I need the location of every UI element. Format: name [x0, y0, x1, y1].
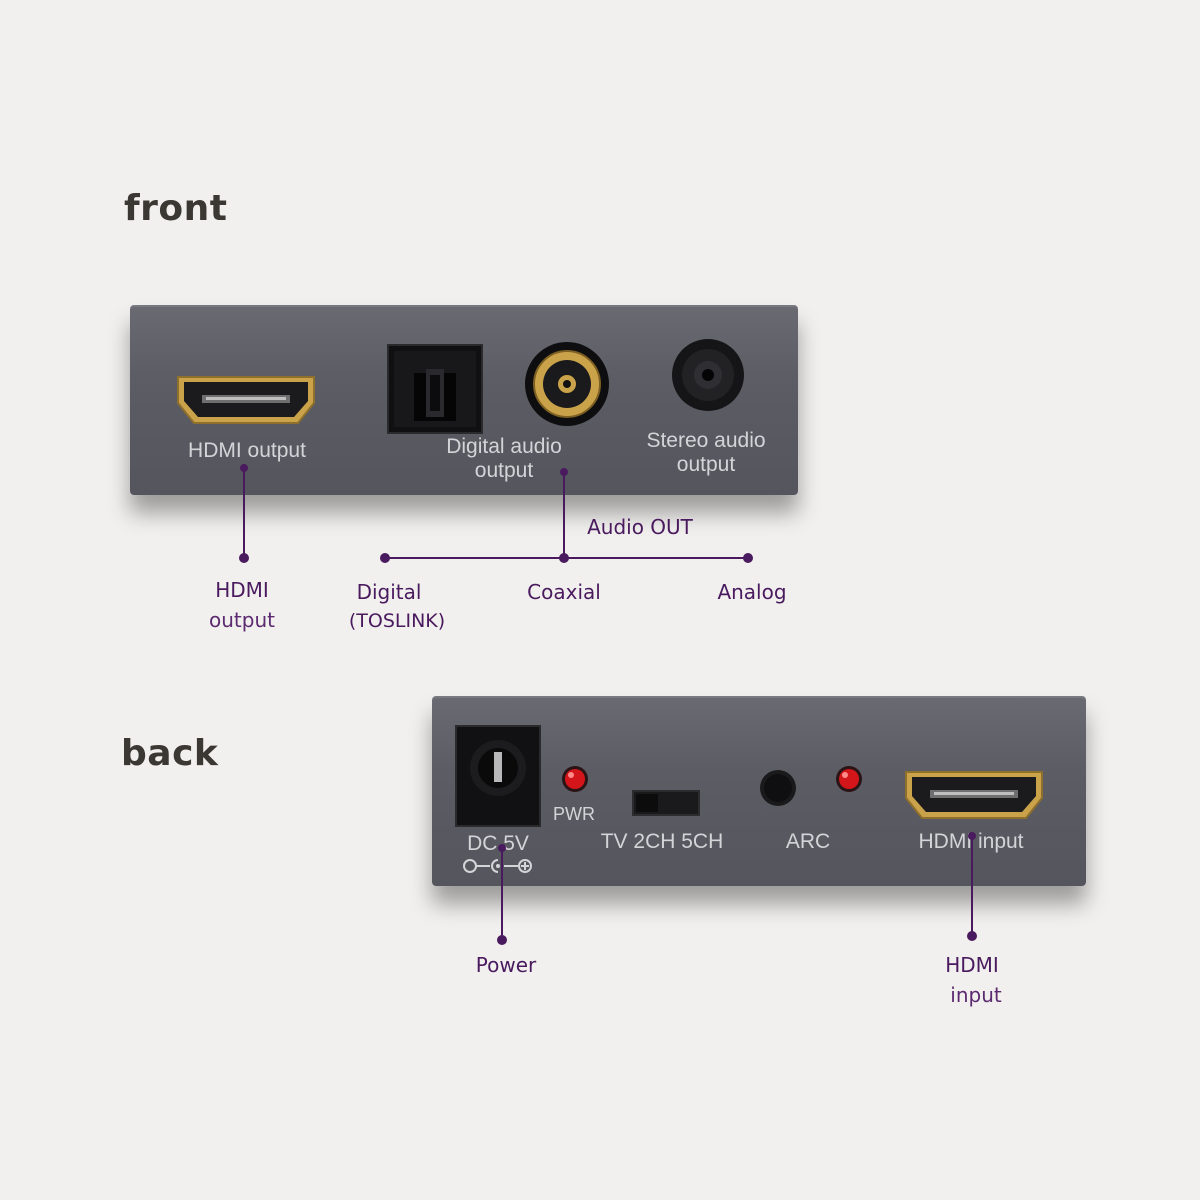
- hdmi-output-print: HDMI output: [188, 439, 306, 462]
- callout-audio-out: Audio OUT: [587, 515, 693, 539]
- stereo-audio-print-line2: output: [676, 453, 736, 476]
- digital-audio-print-line2: output: [474, 459, 534, 482]
- slide-switch-knob: [636, 794, 658, 812]
- hdmi-port-icon: [177, 376, 315, 424]
- arc-print: ARC: [785, 830, 831, 853]
- pwr-led-icon: [562, 766, 588, 792]
- toslink-port-icon: [387, 344, 483, 434]
- callout-analog: Analog: [717, 580, 787, 604]
- mode-print: TV 2CH 5CH: [600, 830, 724, 853]
- mode-slide-switch[interactable]: [632, 790, 700, 816]
- hdmi-input-port-icon: [905, 771, 1043, 819]
- status-led-icon: [836, 766, 862, 792]
- callout-hdmi-input-line1: HDMI: [945, 953, 999, 977]
- back-panel: DC 5V PWR TV 2CH 5CH ARC HDMI i: [432, 696, 1086, 886]
- callout-hdmi-output-line2: output: [209, 608, 275, 632]
- back-heading: back: [121, 733, 219, 774]
- callout-hdmi-output-line1: HDMI: [215, 578, 269, 602]
- headphone-jack-icon: [672, 339, 744, 411]
- callout-coaxial: Coaxial: [527, 580, 601, 604]
- front-panel: HDMI output Digital audio output Stereo …: [130, 305, 798, 495]
- callout-power: Power: [475, 953, 537, 977]
- front-heading: front: [124, 188, 228, 229]
- polarity-icon: [463, 859, 532, 873]
- dc-5v-print: DC 5V: [467, 832, 529, 855]
- arc-button-icon[interactable]: [758, 768, 798, 808]
- callout-hdmi-input-line2: input: [950, 983, 1002, 1007]
- rca-jack-icon: [525, 342, 609, 426]
- stereo-audio-print-line1: Stereo audio: [646, 429, 766, 452]
- digital-audio-print-line1: Digital audio: [446, 435, 562, 458]
- pwr-print: PWR: [553, 804, 595, 824]
- callout-digital-line2: (TOSLINK): [348, 610, 446, 632]
- dc-jack-icon: [455, 725, 541, 827]
- callout-digital-line1: Digital: [356, 580, 422, 604]
